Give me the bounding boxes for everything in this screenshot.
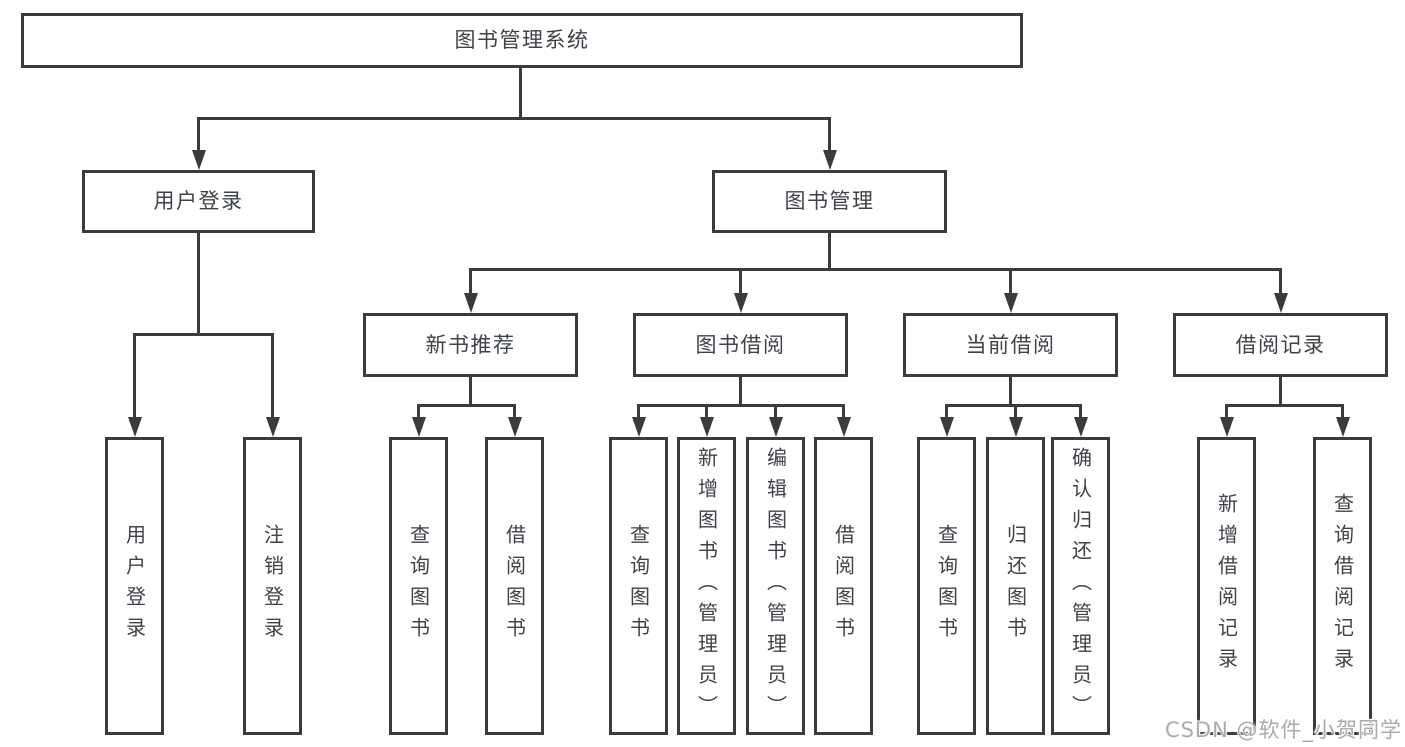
leaf-user-login: 用户登录 <box>105 437 164 735</box>
arrow-down-icon <box>464 293 478 313</box>
arrow-down-icon <box>1074 417 1088 437</box>
edge-line <box>513 406 516 418</box>
node-root-library-system: 图书管理系统 <box>21 13 1023 68</box>
leaf-logout: 注销登录 <box>243 437 302 735</box>
edge-line <box>1009 377 1012 407</box>
arrow-down-icon <box>632 417 646 437</box>
edge-line <box>842 406 845 418</box>
edge-line <box>637 404 845 407</box>
edge-line <box>739 377 742 407</box>
node-new-book-recommend: 新书推荐 <box>363 313 578 377</box>
edge-line <box>1079 406 1082 418</box>
edge-line <box>945 406 948 418</box>
arrow-down-icon <box>266 417 280 437</box>
leaf-current-query-books: 查询图书 <box>917 437 976 735</box>
arrow-down-icon <box>940 417 954 437</box>
edge-line <box>739 270 742 294</box>
edge-line <box>774 406 777 418</box>
node-current-borrowing: 当前借阅 <box>903 313 1118 377</box>
edge-line <box>1279 270 1282 294</box>
leaf-records-query-record: 查询借阅记录 <box>1313 437 1372 735</box>
arrow-down-icon <box>769 417 783 437</box>
edge-line <box>1225 404 1344 407</box>
edge-line <box>271 335 274 418</box>
edge-line <box>828 233 831 271</box>
edge-line <box>1341 406 1344 418</box>
arrow-down-icon <box>1004 293 1018 313</box>
edge-line <box>1009 270 1012 294</box>
node-borrow-records: 借阅记录 <box>1173 313 1388 377</box>
arrow-down-icon <box>1220 417 1234 437</box>
edge-line <box>519 68 522 120</box>
arrow-down-icon <box>1336 417 1350 437</box>
csdn-watermark: CSDN @软件_小贺同学 <box>1164 718 1402 742</box>
edge-line <box>417 404 516 407</box>
edge-line <box>197 119 200 151</box>
edge-line <box>469 268 1282 271</box>
edge-line <box>1014 406 1017 418</box>
leaf-borrowing-borrow-books: 借阅图书 <box>814 437 873 735</box>
leaf-current-confirm-return-admin: 确认归还（管理员） <box>1051 437 1110 735</box>
leaf-recommend-query-books: 查询图书 <box>389 437 448 735</box>
edge-line <box>705 406 708 418</box>
arrow-down-icon <box>700 417 714 437</box>
edge-line <box>469 270 472 294</box>
arrow-down-icon <box>508 417 522 437</box>
arrow-down-icon <box>412 417 426 437</box>
edge-line <box>637 406 640 418</box>
leaf-borrowing-edit-books-admin: 编辑图书（管理员） <box>746 437 805 735</box>
edge-line <box>945 404 1082 407</box>
edge-line <box>828 119 831 151</box>
arrow-down-icon <box>1009 417 1023 437</box>
edge-line <box>197 233 200 336</box>
leaf-recommend-borrow-books: 借阅图书 <box>485 437 544 735</box>
arrow-down-icon <box>837 417 851 437</box>
edge-line <box>1279 377 1282 407</box>
node-user-login: 用户登录 <box>82 170 315 233</box>
leaf-borrowing-add-books-admin: 新增图书（管理员） <box>677 437 736 735</box>
leaf-current-return-books: 归还图书 <box>986 437 1045 735</box>
edge-line <box>417 406 420 418</box>
arrow-down-icon <box>192 150 206 170</box>
node-book-borrowing: 图书借阅 <box>633 313 848 377</box>
arrow-down-icon <box>823 150 837 170</box>
arrow-down-icon <box>734 293 748 313</box>
edge-line <box>133 333 274 336</box>
arrow-down-icon <box>128 417 142 437</box>
leaf-borrowing-query-books: 查询图书 <box>609 437 668 735</box>
edge-line <box>133 335 136 418</box>
edge-line <box>469 377 472 407</box>
node-book-management: 图书管理 <box>712 170 947 233</box>
edge-line <box>197 117 831 120</box>
arrow-down-icon <box>1274 293 1288 313</box>
leaf-records-add-record: 新增借阅记录 <box>1197 437 1256 735</box>
edge-line <box>1225 406 1228 418</box>
